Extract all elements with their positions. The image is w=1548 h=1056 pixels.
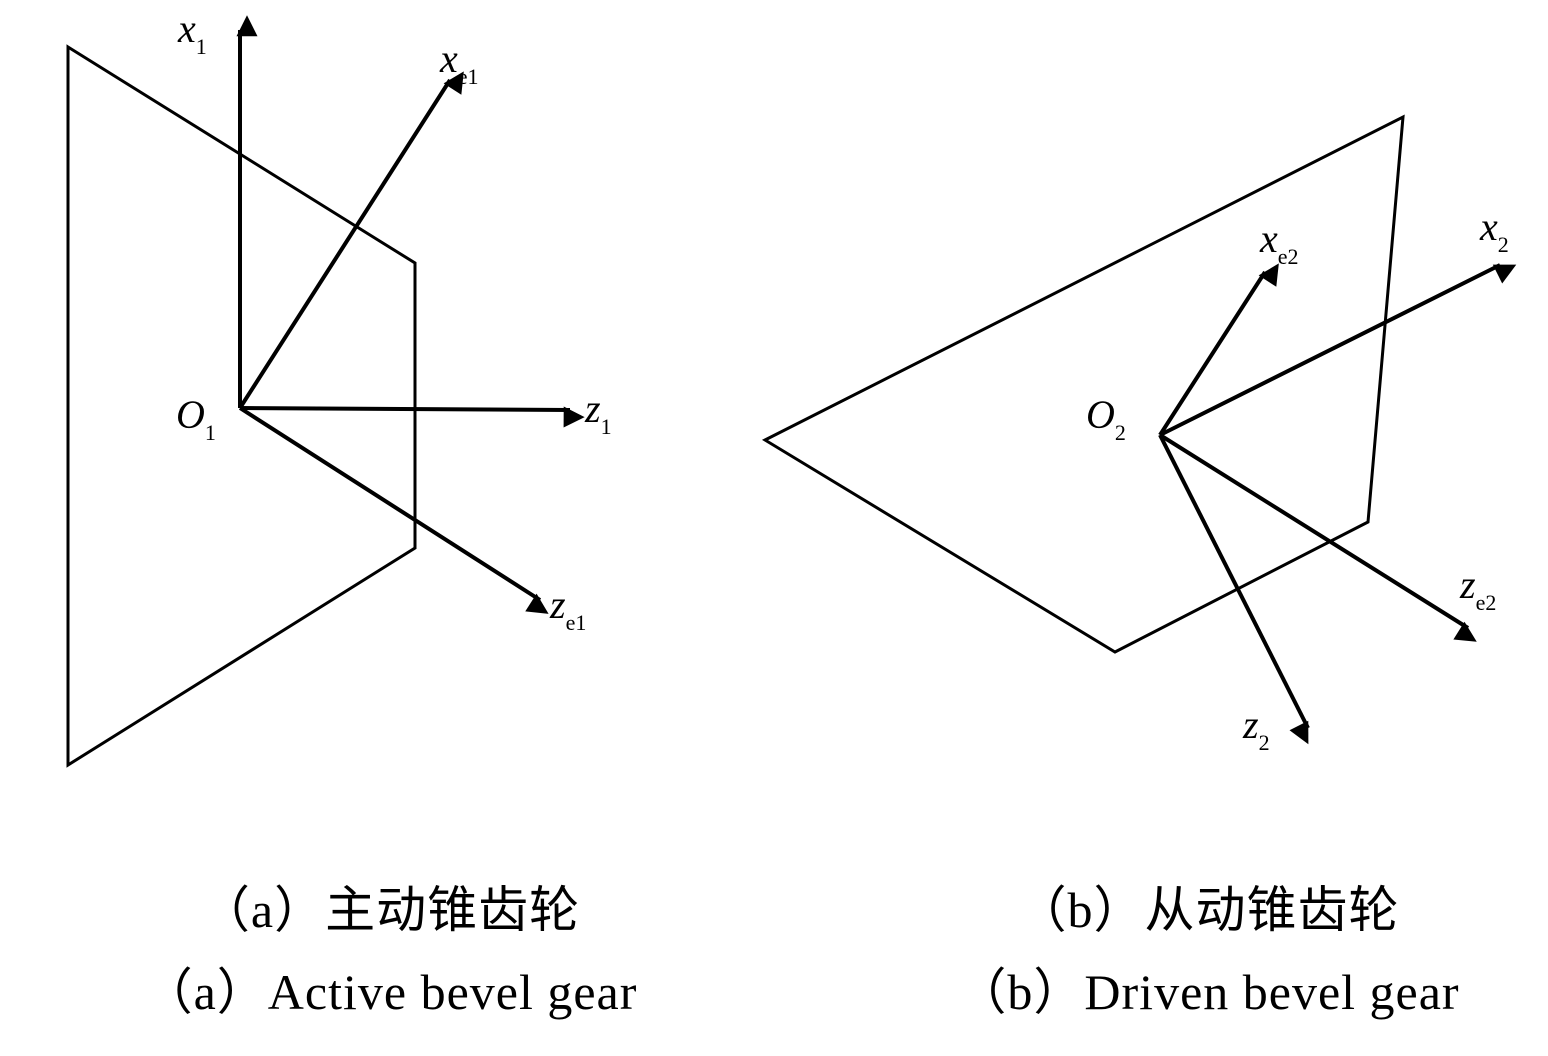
axis-xe2 bbox=[1158, 263, 1279, 437]
label-o2: O2 bbox=[1086, 392, 1126, 445]
driven-gear-plane bbox=[761, 114, 1405, 654]
caption-b-chinese: （b）从动锥齿轮 bbox=[1016, 882, 1400, 938]
axis-z1 bbox=[239, 406, 585, 428]
axis-x2 bbox=[1159, 263, 1517, 437]
axis-ze2 bbox=[1158, 433, 1477, 642]
label-ze1: ze1 bbox=[549, 582, 586, 635]
label-z1: z1 bbox=[584, 386, 612, 439]
label-o1: O1 bbox=[176, 392, 216, 445]
axis-xe1 bbox=[238, 71, 464, 410]
label-ze2: ze2 bbox=[1459, 562, 1496, 615]
label-z2: z2 bbox=[1242, 702, 1270, 755]
label-xe1: xe1 bbox=[439, 36, 479, 89]
caption-a-chinese: （a）主动锥齿轮 bbox=[199, 882, 581, 938]
caption-a-english: （a）Active bevel gear bbox=[142, 964, 638, 1020]
axis-z2 bbox=[1158, 434, 1310, 745]
label-x1: x1 bbox=[177, 6, 207, 59]
caption-b-english: （b）Driven bevel gear bbox=[956, 964, 1460, 1020]
label-x2: x2 bbox=[1479, 204, 1509, 257]
axis-ze1 bbox=[238, 406, 549, 614]
label-xe2: xe2 bbox=[1259, 216, 1299, 269]
active-gear-plane bbox=[66, 44, 417, 768]
